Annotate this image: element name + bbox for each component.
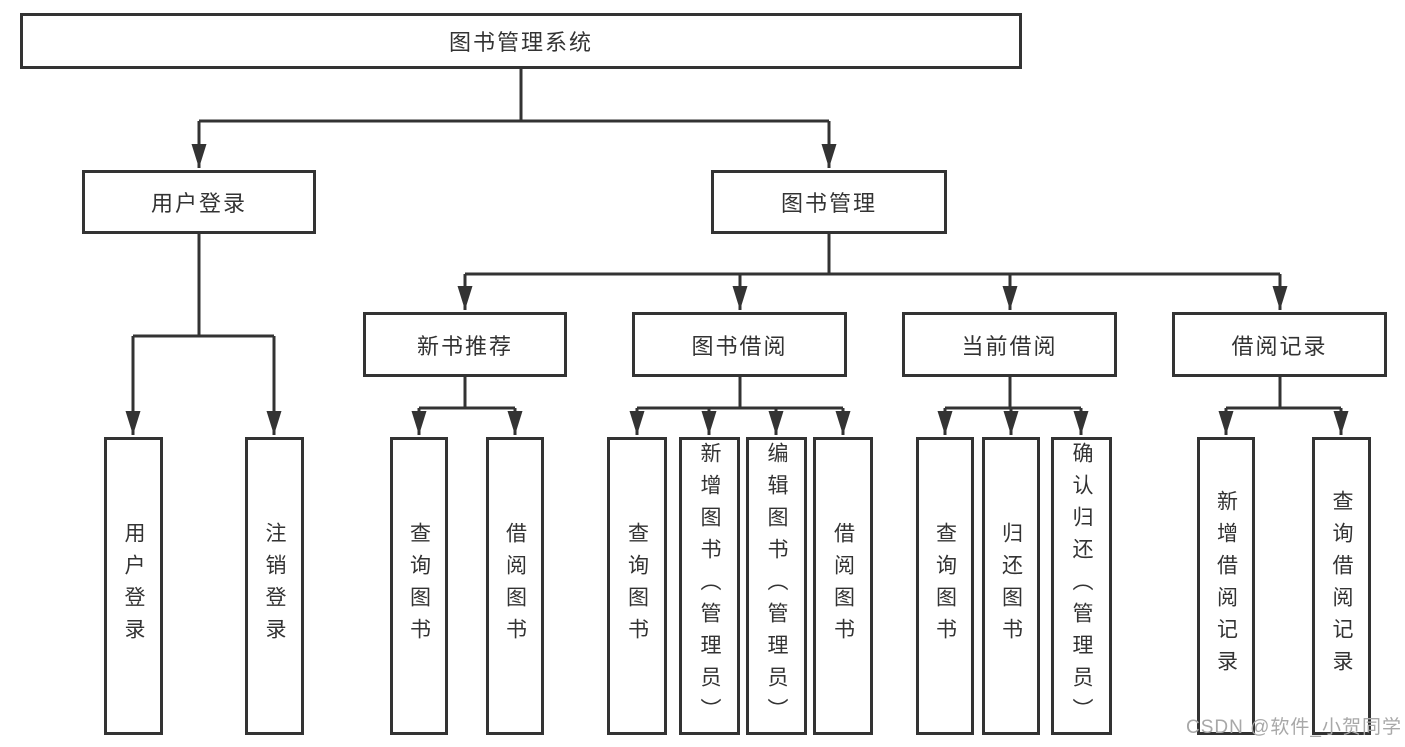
connector-borrow-records-children xyxy=(1218,377,1349,435)
leaf-query-book-3: 查询图书 xyxy=(916,437,974,735)
leaf-label: 新增借阅记录 xyxy=(1214,490,1238,682)
leaf-label: 查询图书 xyxy=(407,522,431,650)
leaf-edit-book-admin: 编辑图书（管理员） xyxy=(746,437,807,735)
connector-current-borrow-children xyxy=(937,377,1089,435)
leaf-add-book-admin: 新增图书（管理员） xyxy=(679,437,740,735)
connector-book-management-children xyxy=(457,234,1288,310)
node-new-book-recommend: 新书推荐 xyxy=(363,312,567,377)
leaf-confirm-return-admin: 确认归还（管理员） xyxy=(1051,437,1112,735)
connector-user-login-children xyxy=(125,234,282,435)
node-label: 图书借阅 xyxy=(691,333,788,359)
node-label: 当前借阅 xyxy=(961,333,1058,359)
node-label: 新书推荐 xyxy=(416,333,513,359)
leaf-query-book-2: 查询图书 xyxy=(607,437,667,735)
leaf-borrow-book: 借阅图书 xyxy=(486,437,544,735)
leaf-return-book: 归还图书 xyxy=(982,437,1040,735)
leaf-label: 归还图书 xyxy=(999,522,1023,650)
leaf-label: 确认归还（管理员） xyxy=(1070,442,1093,730)
node-label: 用户登录 xyxy=(150,191,247,216)
leaf-logout: 注销登录 xyxy=(245,437,304,735)
leaf-label: 新增图书（管理员） xyxy=(698,442,721,730)
leaf-label: 借阅图书 xyxy=(503,522,527,650)
node-label: 借阅记录 xyxy=(1231,333,1328,359)
leaf-label: 用户登录 xyxy=(122,522,145,650)
leaf-label: 借阅图书 xyxy=(831,522,855,650)
leaf-query-book: 查询图书 xyxy=(390,437,448,735)
node-borrow-records: 借阅记录 xyxy=(1172,312,1387,377)
connector-book-borrow-children xyxy=(629,377,851,435)
node-label: 图书管理 xyxy=(780,191,877,216)
node-user-login: 用户登录 xyxy=(82,170,316,234)
leaf-label: 查询借阅记录 xyxy=(1330,490,1353,682)
leaf-label: 编辑图书（管理员） xyxy=(765,442,788,730)
node-current-borrow: 当前借阅 xyxy=(902,312,1117,377)
leaf-add-borrow-record: 新增借阅记录 xyxy=(1197,437,1255,735)
leaf-label: 查询图书 xyxy=(625,522,649,650)
node-book-management: 图书管理 xyxy=(711,170,947,234)
node-book-borrow: 图书借阅 xyxy=(632,312,847,377)
connector-new-book-recommend-children xyxy=(411,377,523,435)
node-library-management-system: 图书管理系统 xyxy=(20,13,1022,69)
connector-root-to-level2 xyxy=(191,69,837,168)
leaf-user-login: 用户登录 xyxy=(104,437,163,735)
leaf-query-borrow-record: 查询借阅记录 xyxy=(1312,437,1371,735)
leaf-borrow-book-2: 借阅图书 xyxy=(813,437,873,735)
leaf-label: 注销登录 xyxy=(263,522,286,650)
leaf-label: 查询图书 xyxy=(933,522,957,650)
node-label: 图书管理系统 xyxy=(448,30,593,55)
csdn-watermark: CSDN @软件_小贺同学 xyxy=(1186,717,1402,738)
